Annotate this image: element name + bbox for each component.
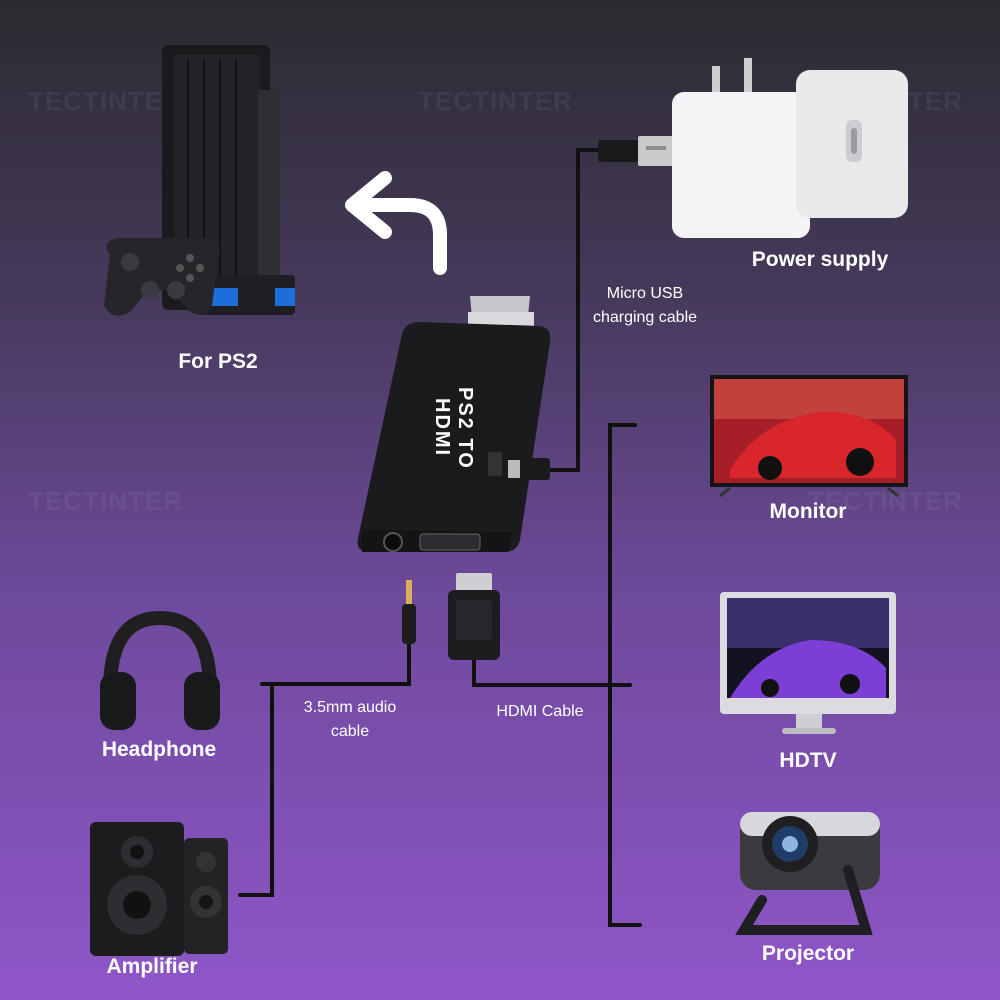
caption-audio-line2: cable (330, 723, 370, 740)
caption-usb-line1: Micro USB (606, 285, 684, 302)
display-bracket (608, 423, 642, 927)
label-ps2: For PS2 (178, 350, 258, 373)
caption-audio-line1: 3.5mm audio (303, 699, 397, 716)
adapter-label: PS2 TO HDMI (431, 386, 476, 470)
arrow-up-left-icon (345, 171, 447, 275)
caption-usb-cable: Micro USB charging cable (580, 282, 710, 330)
hdmi-cable (472, 658, 632, 687)
adapter-icon (357, 296, 551, 552)
label-projector: Projector (761, 942, 855, 965)
audio-jack-icon (402, 580, 416, 644)
projector-icon (735, 812, 880, 935)
watermark: TECTINTER (28, 86, 183, 116)
hdmi-plug-icon (448, 573, 500, 660)
caption-audio-cable: 3.5mm audio cable (290, 696, 410, 744)
hdtv-icon (720, 592, 896, 734)
watermark: TECTINTER (28, 486, 183, 516)
cables (238, 148, 642, 927)
headphone-icon (100, 610, 220, 730)
monitor-icon (710, 375, 908, 498)
label-power-supply: Power supply (751, 248, 889, 271)
label-monitor: Monitor (769, 500, 847, 523)
label-hdtv: HDTV (779, 749, 837, 772)
watermark: TECTINTER (418, 86, 573, 116)
audio-cable-down (238, 682, 274, 897)
usb-cable (546, 148, 602, 472)
label-headphone: Headphone (101, 738, 217, 761)
gamepad-icon (104, 238, 220, 316)
caption-hdmi-cable: HDMI Cable (496, 703, 584, 720)
caption-usb-line2: charging cable (592, 309, 698, 326)
watermark: TECTINTER (808, 486, 963, 516)
audio-cable (260, 638, 411, 686)
usb-charger-icon (598, 58, 908, 238)
speaker-icon (90, 822, 228, 956)
label-amplifier: Amplifier (106, 955, 198, 978)
